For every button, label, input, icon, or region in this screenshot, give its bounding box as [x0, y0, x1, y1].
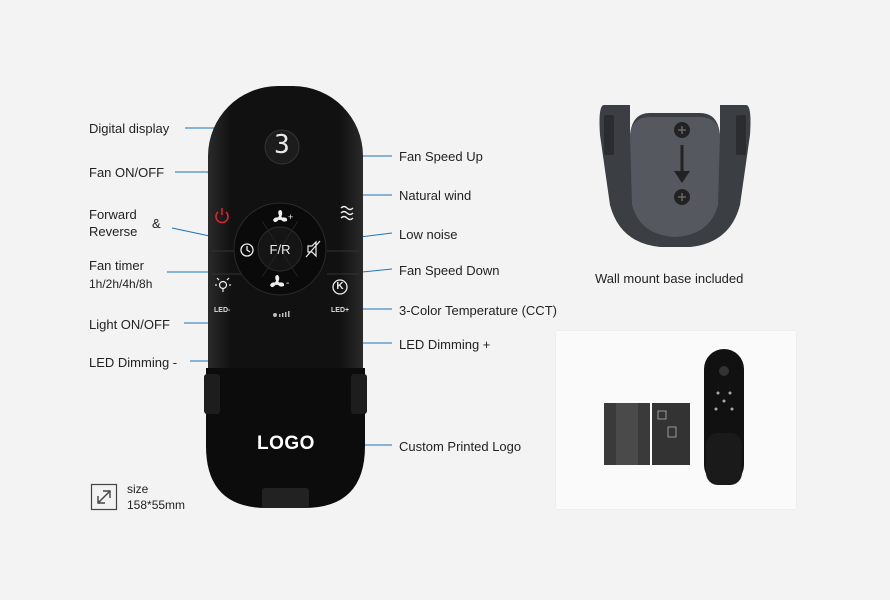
wall-mount-image — [599, 105, 751, 247]
svg-text:+: + — [288, 212, 293, 222]
label-fan-speed-down: Fan Speed Down — [399, 263, 500, 278]
label-fan-speed-up: Fan Speed Up — [399, 149, 483, 164]
size-title: size — [127, 482, 149, 496]
fan-up-icon: + — [273, 210, 293, 223]
label-led-dimming-plus: LED Dimming + — [399, 337, 491, 352]
led-minus-label: LED- — [214, 307, 231, 314]
remote-body: + - — [204, 86, 367, 508]
label-light-on-off: Light ON/OFF — [89, 317, 170, 332]
remote-control: + - — [204, 86, 367, 508]
label-digital-display: Digital display — [89, 121, 170, 136]
label-natural-wind: Natural wind — [399, 188, 472, 203]
label-wall-mount: Wall mount base included — [595, 271, 744, 286]
label-forward: Forward — [89, 207, 137, 222]
low-noise-icon — [305, 240, 321, 258]
label-fan-timer: Fan timer — [89, 258, 144, 273]
label-custom-logo: Custom Printed Logo — [399, 439, 522, 454]
cct-icon — [332, 279, 348, 295]
power-icon — [215, 208, 229, 224]
fan-down-icon: - — [270, 275, 289, 289]
label-cct: 3-Color Temperature (CCT) — [399, 303, 557, 318]
brightness-level-icon — [273, 311, 290, 317]
light-bulb-icon — [215, 277, 231, 292]
svg-text:-: - — [286, 278, 289, 289]
timer-icon — [240, 243, 254, 257]
product-photo-graphic — [556, 331, 796, 509]
digital-display-value: 3 — [274, 130, 290, 160]
fr-button-label: F/R — [269, 242, 291, 257]
label-ampersand: & — [152, 216, 161, 231]
label-led-dimming-minus: LED Dimming - — [89, 355, 178, 370]
cct-button-label: K — [336, 281, 344, 292]
label-reverse: Reverse — [89, 224, 138, 239]
label-fan-timer-options: 1h/2h/4h/8h — [89, 277, 153, 291]
remote-logo: LOGO — [257, 433, 315, 454]
product-photo — [556, 331, 796, 509]
resize-icon — [90, 483, 118, 511]
led-plus-label: LED+ — [331, 307, 350, 314]
natural-wind-icon — [340, 205, 354, 221]
label-fan-on-off: Fan ON/OFF — [89, 165, 165, 180]
size-value: 158*55mm — [127, 498, 186, 512]
label-low-noise: Low noise — [399, 227, 458, 242]
